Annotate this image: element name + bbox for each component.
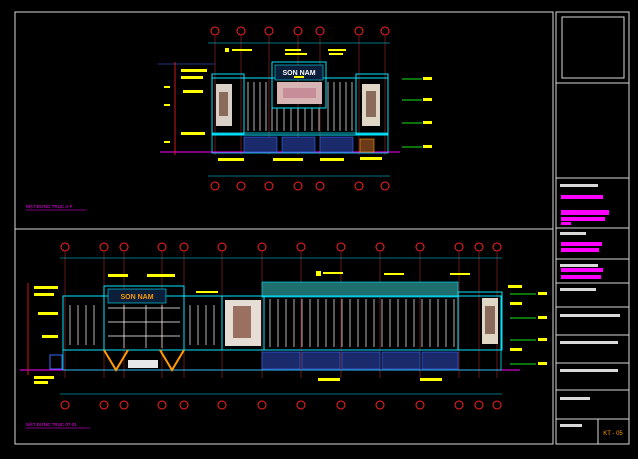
level-flag-icon [510, 362, 547, 365]
title-block: KT - 05 [555, 11, 630, 445]
level-flag-icon [510, 338, 547, 341]
grid-axis-bubble-icon [210, 181, 220, 191]
axis-markers-top-lower [210, 181, 390, 191]
grid-axis-bubble-icon [315, 181, 325, 191]
entrance-frame [103, 349, 129, 372]
grid-axis-bubble-icon [492, 400, 502, 410]
level-flag-icon [402, 77, 432, 80]
entrance-door [359, 138, 375, 153]
grid-axis-bubble-icon [296, 400, 306, 410]
level-flag-icon [402, 121, 432, 124]
grid-axis-bubble-icon [60, 400, 70, 410]
store-sign [274, 64, 324, 81]
elevation-top: SON NAM [26, 26, 432, 211]
grid-axis-bubble-icon [380, 181, 390, 191]
grid-axis-bubble-icon [474, 242, 484, 378]
elevation-bottom: SON NAM [20, 242, 547, 429]
grid-axis-bubble-icon [454, 400, 464, 410]
grid-axis-bubble-icon [99, 400, 109, 410]
grid-axis-bubble-icon [264, 181, 274, 191]
shopfronts-top [243, 136, 354, 153]
glass-mullions-bottom-right [269, 299, 455, 347]
grid-axis-bubble-icon [257, 400, 267, 410]
grid-axis-bubble-icon [336, 400, 346, 410]
store-sign-text: SON NAM [120, 294, 153, 301]
level-flag-icon [510, 316, 547, 319]
grid-axis-bubble-icon [119, 400, 129, 410]
grid-axis-bubble-icon [179, 400, 189, 410]
sheet-border [14, 11, 554, 445]
grid-axis-bubble-icon [60, 242, 70, 378]
sheet-number: KT - 05 [603, 431, 623, 437]
glass-mullions-top [247, 82, 353, 131]
grid-axis-bubble-icon [474, 400, 484, 410]
shopfronts-bottom [261, 351, 459, 370]
roof-canopy [261, 281, 459, 298]
elevation-top-caption: MẶT ĐỨNG TRỤC A-F [26, 203, 73, 209]
level-flag-icon [402, 145, 432, 148]
grid-axis-bubble-icon [354, 181, 364, 191]
grid-axis-bubble-icon [296, 242, 306, 378]
grid-axis-bubble-icon [236, 181, 246, 191]
store-sign [107, 288, 167, 304]
entrance-frame [159, 349, 185, 372]
grid-axis-bubble-icon [217, 400, 227, 410]
axis-markers-bottom-lower [60, 400, 502, 410]
grid-axis-bubble-icon [375, 400, 385, 410]
grid-axis-bubble-icon [415, 400, 425, 410]
elevation-bottom-caption: MẶT ĐỨNG TRỤC 07-01 [26, 421, 77, 427]
level-flag-icon [402, 98, 432, 101]
store-sign-text: SON NAM [282, 70, 315, 77]
glass-mullions-bottom-left [69, 305, 215, 345]
axis-markers-top-upper [210, 26, 390, 155]
axis-markers-bottom-upper [60, 242, 502, 378]
grid-axis-bubble-icon [157, 400, 167, 410]
grid-axis-bubble-icon [293, 181, 303, 191]
level-flag-icon [510, 292, 547, 295]
